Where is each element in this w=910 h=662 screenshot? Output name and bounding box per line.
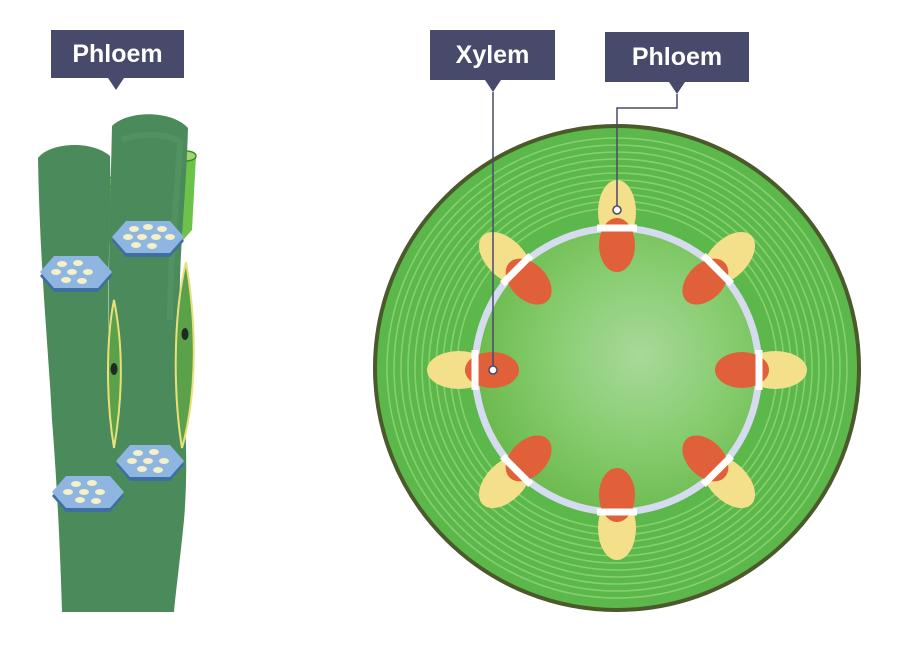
xylem-pointer-dot — [488, 365, 498, 375]
vascular-bundle — [682, 231, 756, 305]
vascular-bundle — [682, 435, 756, 509]
cambium-gap — [597, 508, 637, 516]
cambium-gap — [700, 453, 735, 488]
vascular-bundle — [478, 231, 552, 305]
cambium-gap — [755, 350, 763, 390]
companion-cell — [174, 261, 195, 449]
cambium-gap — [499, 252, 534, 287]
vascular-bundle — [427, 350, 519, 390]
companion-cell-nucleus — [181, 328, 189, 340]
cambium-gap — [597, 224, 637, 232]
sieve-plate — [116, 445, 184, 481]
stem-cross-section — [373, 92, 861, 612]
companion-cell-nucleus — [110, 363, 118, 375]
phloem-label-left-text: Phloem — [72, 40, 162, 68]
phloem-label-left: Phloem — [51, 30, 184, 90]
cambium-gap — [471, 350, 479, 390]
vascular-bundle — [597, 468, 637, 560]
phloem-label-right: Phloem — [605, 32, 749, 94]
sieve-tube-highlight — [120, 132, 184, 321]
phloem-label-right-text: Phloem — [632, 43, 722, 71]
sieve-plate — [40, 256, 112, 292]
vascular-bundle — [478, 435, 552, 509]
cambium-gap — [499, 453, 534, 488]
xylem-label-text: Xylem — [456, 41, 530, 69]
sieve-plate — [112, 221, 184, 257]
phloem-tubes-illustration — [38, 114, 197, 613]
phloem-leader-line — [616, 94, 678, 210]
sieve-plate — [52, 476, 124, 512]
xylem-label: Xylem — [430, 30, 555, 92]
xylem-bundle — [505, 258, 552, 305]
vascular-bundle — [715, 350, 807, 390]
cambium-gap — [700, 252, 735, 287]
phloem-pointer-dot — [612, 205, 622, 215]
